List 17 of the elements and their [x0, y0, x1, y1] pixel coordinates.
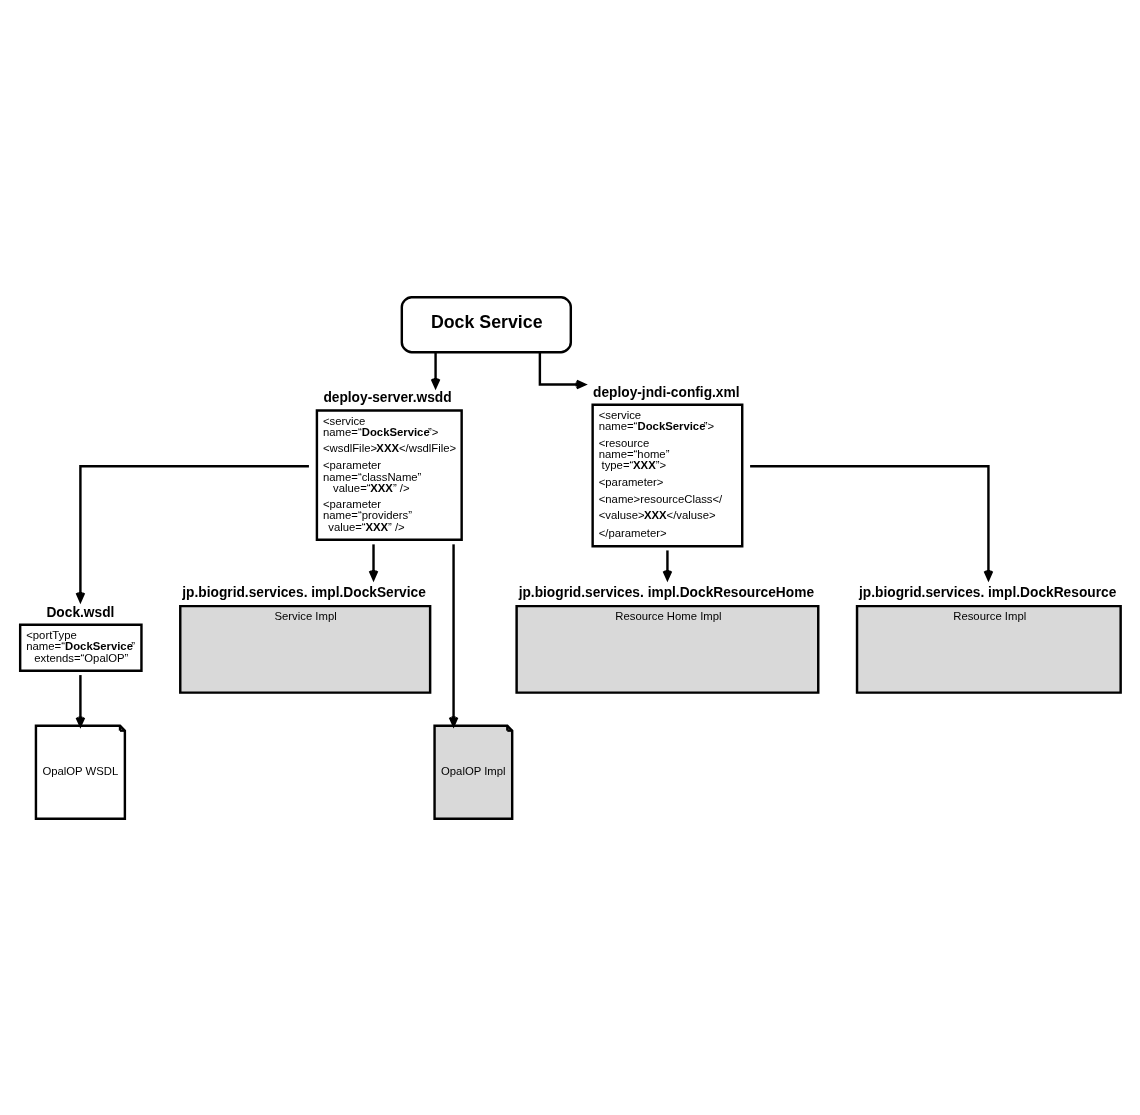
node-label: deploy-server.wsdd — [323, 389, 452, 405]
node-label: Dock.wsdl — [46, 604, 115, 620]
node-label: deploy-jndi-config.xml — [593, 384, 740, 400]
arrow — [430, 351, 441, 389]
node-label: jp.biogrid.services. impl.DockResource — [859, 583, 1117, 599]
arrow — [75, 674, 86, 727]
node-label: jp.biogrid.services. impl.DockService — [182, 583, 426, 599]
arrow — [368, 543, 379, 580]
arrow — [662, 549, 673, 581]
node-label: jp.biogrid.services. impl.DockResourceHome — [518, 583, 815, 599]
arrow — [538, 352, 587, 389]
arrow — [75, 464, 309, 602]
node-box: <service name=“DockService”> <resource name=“home” type=“XXX”> <parameter> <name>resourceClass</ <valuse>XXX</valuse> </parameter> — [591, 403, 744, 547]
node-box: <portType name=“DockService” extends=“OpalOP” — [18, 623, 143, 672]
node-box: Dock Service — [400, 295, 573, 353]
arrow — [750, 464, 994, 581]
arrow — [448, 543, 459, 727]
